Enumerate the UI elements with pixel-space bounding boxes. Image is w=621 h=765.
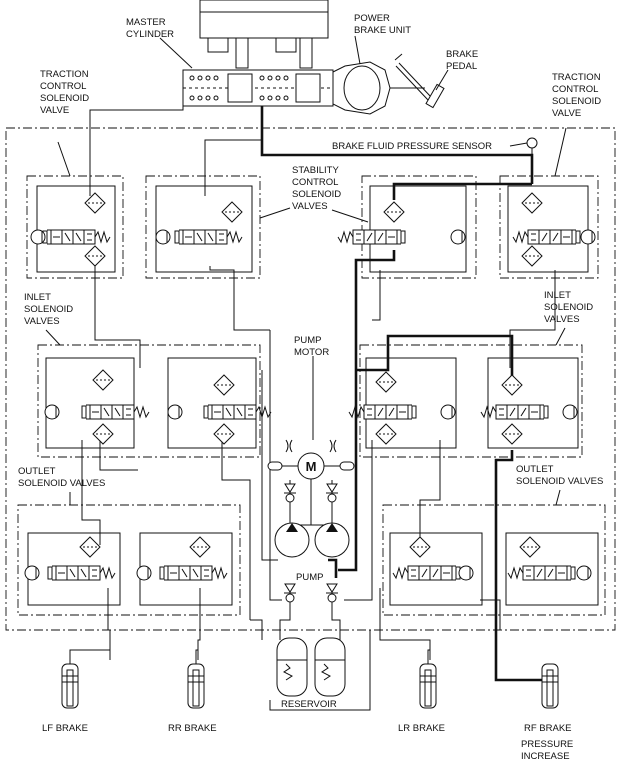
svg-text:INLET: INLET: [544, 290, 571, 301]
traction-control-valve-right: [499, 175, 599, 279]
traction-control-valve-left: [26, 175, 124, 279]
svg-text:CONTROL: CONTROL: [292, 177, 338, 188]
svg-text:CONTROL: CONTROL: [552, 84, 598, 95]
outlet-valves-right: [382, 504, 606, 616]
brake-pedal-label: BRAKE PEDAL: [446, 49, 478, 72]
reservoir-label: RESERVOIR: [281, 699, 337, 710]
svg-text:OUTLET: OUTLET: [18, 466, 56, 477]
svg-text:POWER: POWER: [354, 13, 390, 24]
svg-text:PEDAL: PEDAL: [446, 61, 477, 72]
svg-text:INLET: INLET: [24, 292, 51, 303]
svg-text:PRESSURE: PRESSURE: [521, 739, 573, 750]
svg-text:VALVES: VALVES: [24, 316, 60, 327]
pressure-sensor-label: BRAKE FLUID PRESSURE SENSOR: [332, 141, 492, 152]
svg-text:BRAKE UNIT: BRAKE UNIT: [354, 25, 411, 36]
lr-brake-label: LR BRAKE: [398, 723, 445, 734]
traction-control-left-label: TRACTION CONTROL SOLENOID VALVE: [40, 69, 89, 116]
traction-control-right-label: TRACTION CONTROL SOLENOID VALVE: [552, 72, 601, 119]
inlet-valves-right: [348, 344, 583, 458]
svg-text:SOLENOID VALVES: SOLENOID VALVES: [18, 478, 105, 489]
inlet-valves-right-label: INLET SOLENOID VALVES: [544, 290, 593, 325]
rf-brake-caliper: [541, 663, 559, 709]
motor-symbol: M: [306, 459, 317, 474]
svg-text:BRAKE: BRAKE: [446, 49, 478, 60]
svg-text:CONTROL: CONTROL: [40, 81, 86, 92]
svg-text:SOLENOID: SOLENOID: [40, 93, 89, 104]
stability-control-valve-right: [337, 175, 477, 279]
svg-text:TRACTION: TRACTION: [552, 72, 601, 83]
rr-brake-label: RR BRAKE: [168, 723, 217, 734]
svg-text:OUTLET: OUTLET: [516, 464, 554, 475]
svg-text:VALVES: VALVES: [544, 314, 580, 325]
svg-text:CYLINDER: CYLINDER: [126, 29, 174, 40]
brake-fluid-pressure-sensor: [509, 137, 538, 156]
lr-brake-caliper: [419, 663, 437, 709]
svg-text:SOLENOID: SOLENOID: [544, 302, 593, 313]
rf-brake-label: RF BRAKE: [524, 723, 572, 734]
svg-text:TRACTION: TRACTION: [40, 69, 89, 80]
outlet-valves-left-label: OUTLET SOLENOID VALVES: [18, 466, 105, 489]
stability-control-label: STABILITY CONTROL SOLENOID VALVES: [292, 165, 341, 212]
pump-label: PUMP: [296, 572, 323, 583]
svg-text:VALVE: VALVE: [40, 105, 69, 116]
svg-text:MASTER: MASTER: [126, 17, 166, 28]
pressure-increase-label: PRESSURE INCREASE: [521, 739, 573, 762]
svg-text:MOTOR: MOTOR: [294, 347, 329, 358]
inlet-valves-left: [37, 344, 272, 458]
reservoir: [276, 637, 346, 697]
svg-text:SOLENOID VALVES: SOLENOID VALVES: [516, 476, 603, 487]
pump: [274, 522, 350, 603]
pump-motor: M: [267, 439, 355, 503]
svg-text:SOLENOID: SOLENOID: [552, 96, 601, 107]
modulator-boundary: [5, 127, 616, 631]
svg-text:STABILITY: STABILITY: [292, 165, 339, 176]
stability-control-valve-left: [145, 175, 261, 279]
svg-text:PUMP: PUMP: [294, 335, 321, 346]
power-brake-unit-label: POWER BRAKE UNIT: [354, 13, 411, 36]
svg-text:INCREASE: INCREASE: [521, 751, 570, 762]
svg-text:SOLENOID: SOLENOID: [24, 304, 73, 315]
lf-brake-caliper: [61, 663, 79, 709]
lf-brake-label: LF BRAKE: [42, 723, 88, 734]
master-cylinder-label: MASTER CYLINDER: [126, 17, 174, 40]
svg-text:VALVE: VALVE: [552, 108, 581, 119]
svg-text:VALVES: VALVES: [292, 201, 328, 212]
outlet-valves-right-label: OUTLET SOLENOID VALVES: [516, 464, 603, 487]
inlet-valves-left-label: INLET SOLENOID VALVES: [24, 292, 73, 327]
pump-motor-label: PUMP MOTOR: [294, 335, 329, 358]
svg-text:SOLENOID: SOLENOID: [292, 189, 341, 200]
outlet-valves-left: [17, 504, 241, 616]
rr-brake-caliper: [187, 663, 205, 709]
master-cylinder-assembly: [182, 0, 445, 115]
